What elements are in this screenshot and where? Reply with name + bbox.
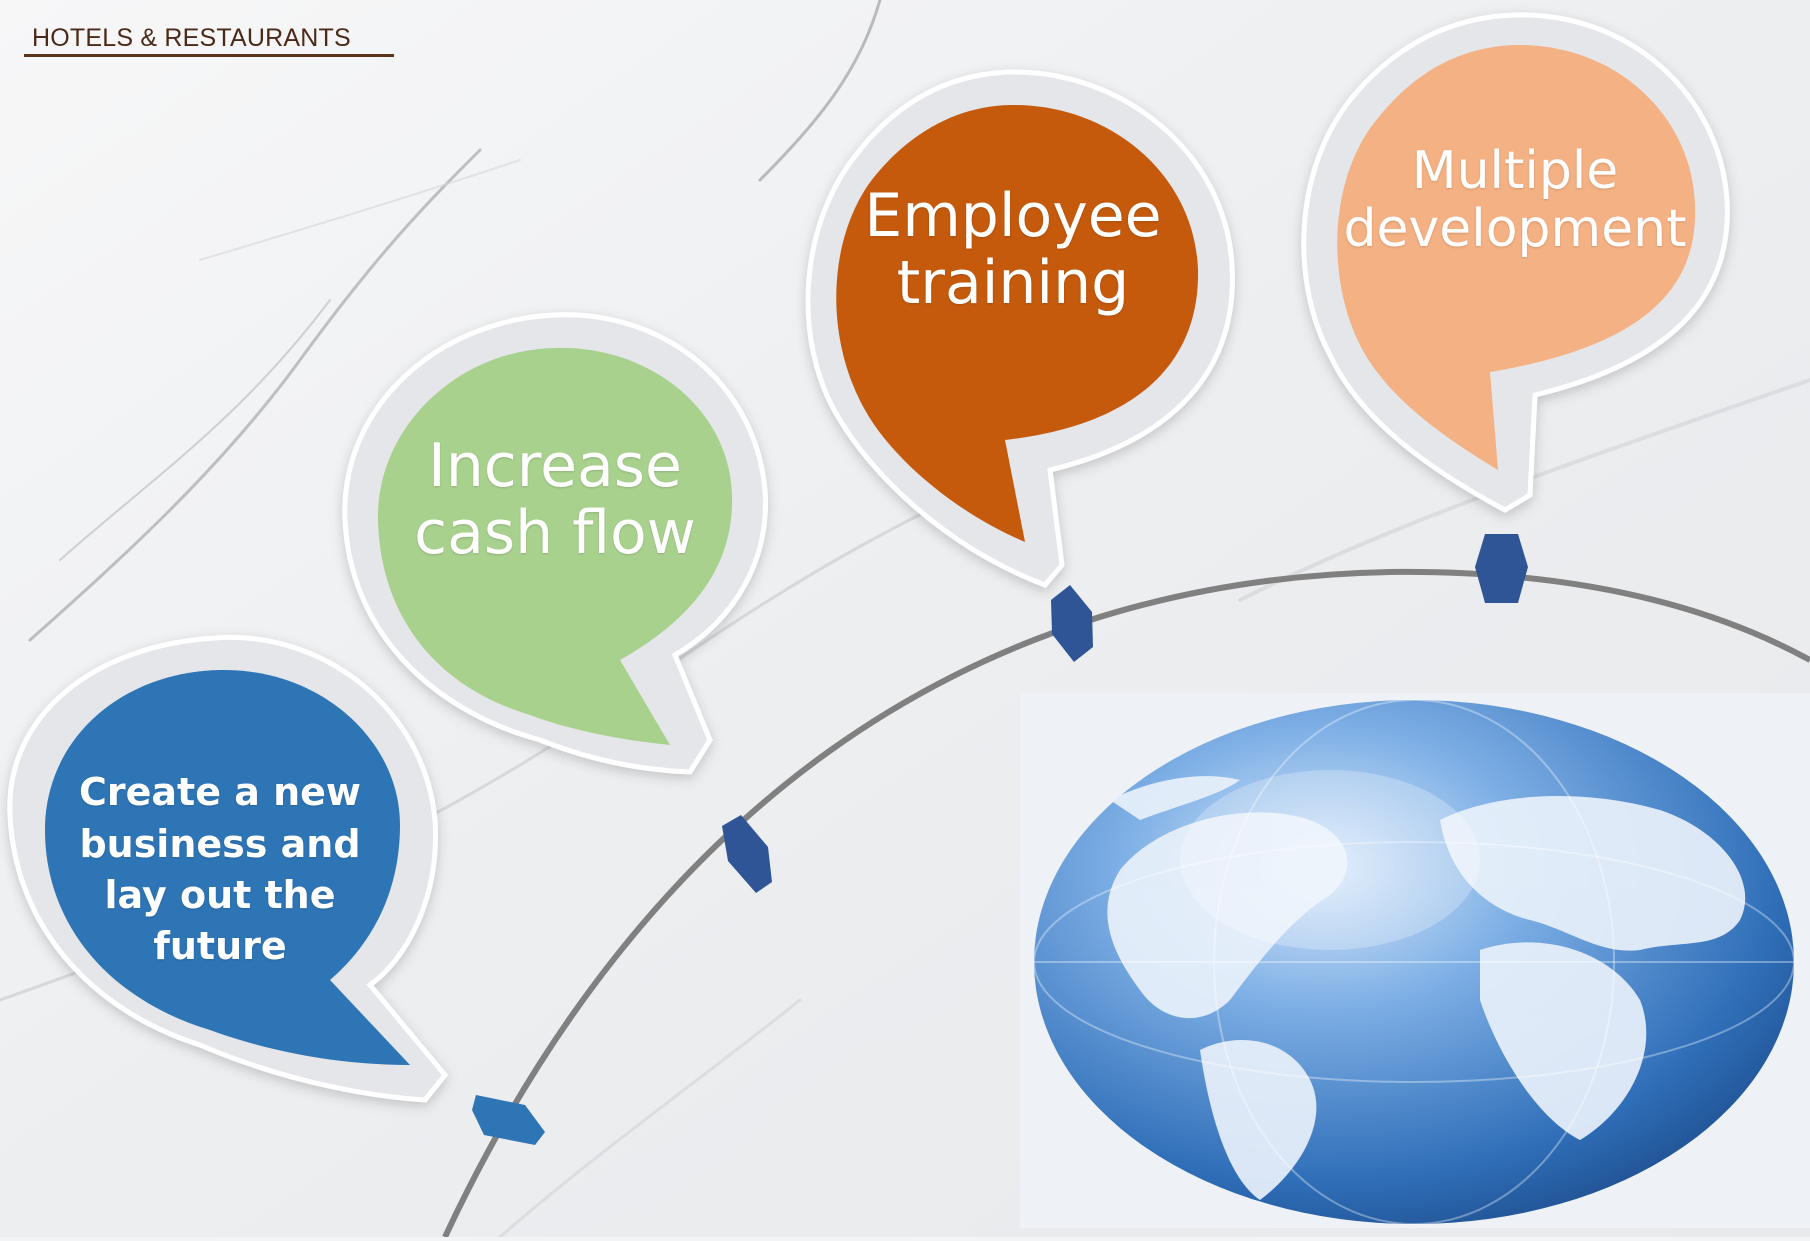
bubble-4 (1301, 12, 1730, 513)
marker-2 (722, 815, 772, 893)
brand-tagline: HOTELS & RESTAURANTS (32, 24, 351, 52)
brand-logo: HOTELS & RESTAURANTS (24, 22, 394, 67)
globe-image (1020, 693, 1810, 1228)
bubble-1 (7, 634, 449, 1103)
bubble-3-text: Employee training (864, 180, 1162, 318)
bubble-1-text: Create a new business and lay out the fu… (78, 770, 361, 969)
marker-1 (472, 1095, 545, 1145)
marker-3 (1051, 585, 1093, 662)
bubble-4-text: Multiple development (1343, 140, 1687, 259)
bubble-2 (342, 312, 768, 775)
timeline-arc (442, 568, 1810, 1239)
bubble-3 (805, 69, 1235, 588)
timeline-markers (472, 534, 1528, 1145)
bubble-2-text: Increase cash flow (414, 430, 696, 568)
marker-4 (1475, 534, 1528, 603)
brand-underline (24, 54, 394, 57)
